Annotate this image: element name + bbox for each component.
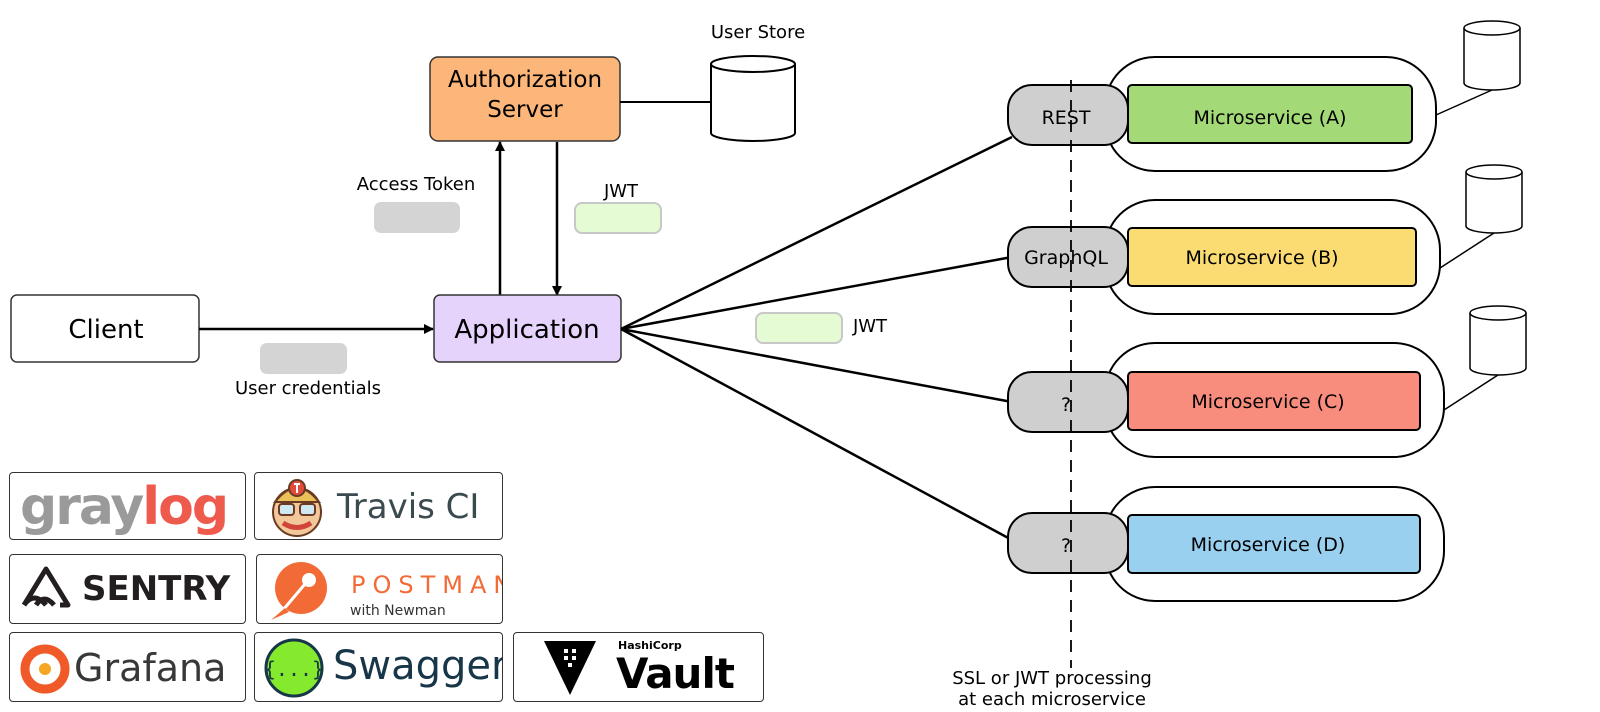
gateway-graphql-label: GraphQL: [1024, 247, 1108, 269]
microservice-d-label: Microservice (D): [1191, 534, 1346, 556]
ssl-note-line1: SSL or JWT processing: [952, 668, 1152, 689]
sentry-logo: SENTRY: [9, 554, 246, 624]
postman-subtext: with Newman: [350, 603, 446, 619]
user-credentials-chip: [260, 343, 347, 374]
microservice-b-group: Microservice (B) GraphQL: [1007, 164, 1523, 315]
line-to-gateway-c: [620, 327, 1013, 404]
swagger-text: Swagger: [333, 643, 503, 689]
gateway-rest: [1007, 84, 1129, 146]
grafana-icon: [20, 644, 70, 694]
microservice-a-group: Microservice (A) REST: [1007, 20, 1521, 172]
gateway-c: [1007, 371, 1129, 433]
line-to-gateway-d: [620, 327, 1013, 542]
db-c-top: [1469, 305, 1527, 321]
db-b-connector: [1439, 232, 1495, 269]
postman-text: POSTMAN: [351, 571, 503, 599]
microservice-c-group: Microservice (C) ?: [1007, 305, 1527, 458]
microservice-a-label: Microservice (A): [1193, 107, 1346, 129]
db-a-cylinder: [1463, 28, 1521, 91]
postman-icon: [271, 562, 327, 620]
db-b-top: [1465, 164, 1523, 180]
gateway-rest-label: REST: [1042, 107, 1091, 129]
authorization-server-label-1: Authorization: [448, 67, 602, 93]
travis-ci-logo: Travis CI: [254, 472, 503, 540]
db-b-cylinder: [1465, 172, 1523, 234]
user-store-cylinder: [710, 55, 796, 142]
travis-mascot-icon: [272, 479, 322, 537]
sentry-text: SENTRY: [82, 569, 231, 609]
graylog-text-log: log: [142, 477, 229, 537]
grafana-logo: Grafana: [9, 632, 246, 702]
grafana-text: Grafana: [74, 646, 227, 690]
line-to-graphql: [620, 255, 1013, 331]
jwt-top-label: JWT: [603, 181, 639, 202]
line-to-rest: [620, 135, 1013, 331]
jwt-top-chip: [574, 202, 662, 234]
swagger-logo: {...} Swagger: [254, 632, 503, 702]
gateway-d-label: ?: [1061, 535, 1071, 557]
jwt-mid-label: JWT: [852, 316, 888, 337]
ssl-note-line2: at each microservice: [958, 689, 1146, 710]
postman-logo: POSTMAN with Newman: [256, 554, 503, 624]
swagger-icon-text: {...}: [264, 657, 324, 681]
gateway-graphql: [1007, 226, 1129, 288]
app-to-gateway-lines: [620, 135, 1013, 542]
client-label: Client: [68, 315, 143, 345]
db-c-cylinder: [1469, 313, 1527, 376]
db-c-connector: [1443, 374, 1499, 411]
db-a-connector: [1435, 89, 1493, 116]
application-label: Application: [454, 315, 599, 345]
graylog-logo: graylog: [9, 472, 246, 540]
microservice-b-label: Microservice (B): [1185, 247, 1338, 269]
jwt-mid-chip: [755, 312, 843, 344]
graylog-text-gray: gray: [20, 477, 144, 537]
access-token-label: Access Token: [357, 174, 476, 195]
vault-logo: HashiCorp Vault: [513, 632, 764, 702]
user-credentials-label: User credentials: [235, 378, 381, 399]
db-a-top: [1463, 20, 1521, 36]
microservice-d-group: Microservice (D) ?: [1007, 486, 1445, 602]
authorization-server-box: [429, 56, 621, 142]
authorization-server-label-2: Server: [487, 97, 563, 123]
sentry-icon: [21, 566, 71, 608]
gateway-c-label: ?: [1061, 394, 1071, 416]
vault-text: Vault: [616, 649, 735, 698]
user-store-label: User Store: [711, 22, 805, 43]
swagger-icon: {...}: [264, 638, 324, 698]
access-token-chip: [374, 202, 460, 233]
gateway-d: [1007, 512, 1129, 574]
microservice-c-label: Microservice (C): [1191, 391, 1344, 413]
travis-ci-text: Travis CI: [337, 487, 480, 527]
vault-hashicorp-text: HashiCorp: [618, 639, 682, 652]
vault-icon: [544, 641, 596, 695]
